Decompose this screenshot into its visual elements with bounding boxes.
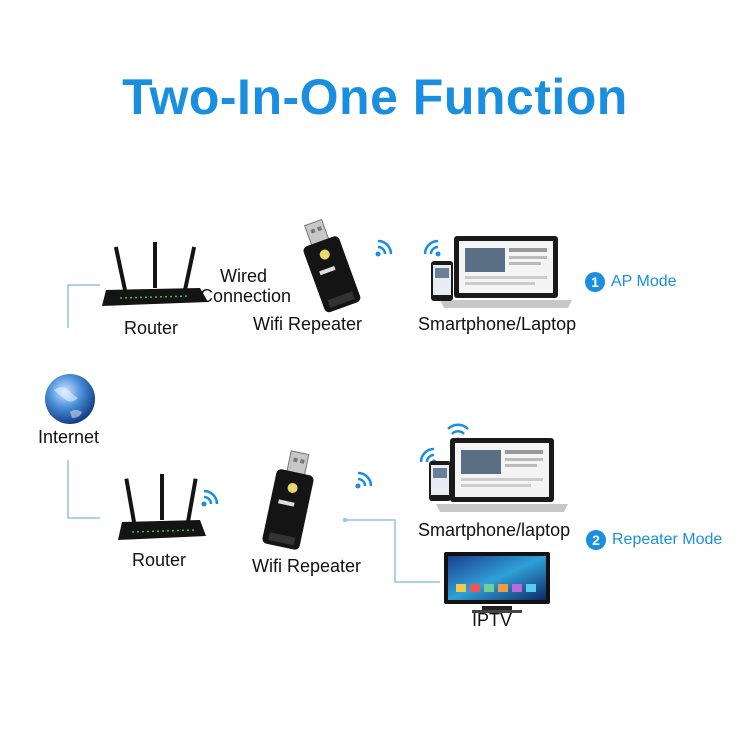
repeater-mode-label: Repeater Mode xyxy=(612,531,723,548)
ap-client-label: Smartphone/Laptop xyxy=(418,314,577,334)
wifi-repeater-icon xyxy=(262,450,314,550)
smartphone-icon xyxy=(431,261,453,301)
repeater-router-label: Router xyxy=(132,550,187,570)
tv-icon xyxy=(444,552,550,613)
wifi-signal-icon xyxy=(355,471,373,489)
globe-icon xyxy=(45,374,95,424)
repeater-mode-number-badge: 2 xyxy=(586,530,606,550)
ap-mode-number-badge: 1 xyxy=(585,272,605,292)
repeater-tv-label: IPTV xyxy=(472,610,513,630)
laptop-icon xyxy=(440,236,572,308)
wifi-signal-icon xyxy=(201,489,219,507)
wifi-signal-icon xyxy=(375,239,393,257)
diagram-title: Two-In-One Function xyxy=(122,69,628,125)
ap-link-label-line2: Connection xyxy=(200,286,292,306)
ap-router-label: Router xyxy=(124,318,179,338)
router-icon xyxy=(102,242,208,306)
ap-link-label-line1: Wired xyxy=(220,266,268,286)
wifi-signal-icon xyxy=(423,239,441,257)
laptop-icon xyxy=(436,438,568,512)
ap-mode-indicator: 1 AP Mode xyxy=(585,272,677,292)
router-icon xyxy=(118,474,206,540)
repeater-mode-indicator: 2 Repeater Mode xyxy=(586,530,722,550)
smartphone-icon xyxy=(429,461,451,501)
repeater-client-label: Smartphone/laptop xyxy=(418,520,571,540)
repeater-repeater-label: Wifi Repeater xyxy=(252,556,362,576)
ap-mode-label: AP Mode xyxy=(611,273,677,290)
ap-repeater-label: Wifi Repeater xyxy=(253,314,363,334)
wifi-repeater-icon xyxy=(303,218,361,313)
internet-label: Internet xyxy=(38,427,100,447)
